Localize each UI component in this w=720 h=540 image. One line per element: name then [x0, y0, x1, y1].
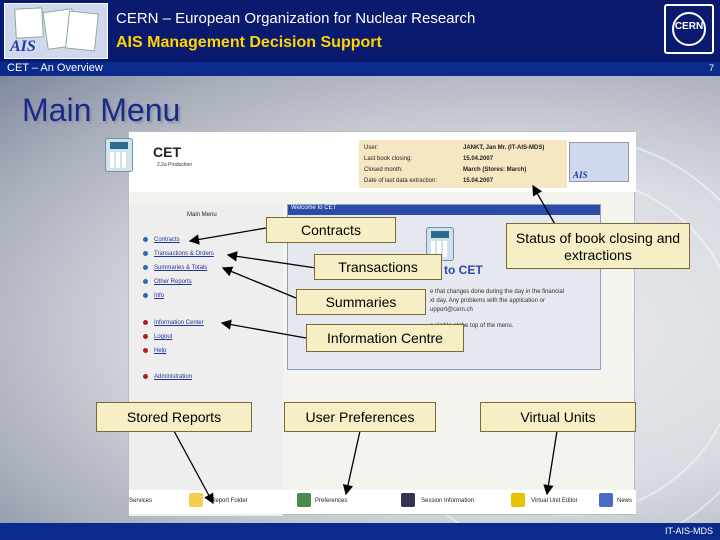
menu-item-logout[interactable]: Logout: [143, 334, 172, 340]
main-menu-panel: Main Menu Contracts Transactions & Order…: [129, 204, 283, 516]
menu-item-information-center[interactable]: Information Center: [143, 320, 204, 326]
preferences-icon[interactable]: [297, 493, 311, 507]
header: AIS CERN – European Organization for Nuc…: [0, 0, 720, 62]
cern-logo-text: CERN: [674, 21, 704, 32]
menu-item-summaries[interactable]: Summaries & Totals: [143, 265, 207, 271]
virtual-unit-editor-icon[interactable]: [511, 493, 525, 507]
welcome-bar: Welcome to CET: [288, 205, 600, 215]
welcome-heading: e to CET: [434, 263, 483, 277]
header-org-title: CERN – European Organization for Nuclear…: [116, 10, 476, 27]
callout-stored-reports: Stored Reports: [96, 402, 252, 432]
welcome-text-4: e visible at the top of the menu.: [430, 323, 514, 329]
calculator-icon: [105, 138, 133, 172]
ais-logo-text: AIS: [10, 38, 36, 55]
user-label: User:: [364, 145, 379, 151]
news-icon[interactable]: [599, 493, 613, 507]
callout-user-preferences: User Preferences: [284, 402, 436, 432]
callout-information-centre: Information Centre: [306, 324, 464, 352]
menu-title: Main Menu: [187, 212, 217, 218]
callout-transactions: Transactions: [314, 254, 442, 280]
menu-item-administration[interactable]: Administration: [143, 374, 192, 380]
bottom-item-report-folder[interactable]: Report Folder: [211, 498, 248, 504]
book-closing-value: 15.04.2007: [463, 156, 494, 162]
user-value: JANKT, Jan Mr. (IT-AIS-MDS): [463, 145, 545, 151]
page-number: 7: [708, 63, 714, 73]
welcome-text-2: xt day. Any problems with the applicatio…: [430, 298, 545, 304]
extraction-date-value: 15.04.2007: [463, 178, 494, 184]
mini-ais-text: AIS: [573, 170, 588, 180]
bottom-item-preferences[interactable]: Preferences: [315, 498, 348, 504]
app-screenshot: CET 2.2a Production User: JANKT, Jan Mr.…: [105, 131, 636, 516]
callout-virtual-units: Virtual Units: [480, 402, 636, 432]
welcome-text-1: e that changes done during the day in th…: [430, 289, 565, 295]
menu-item-transactions[interactable]: Transactions & Orders: [143, 251, 214, 257]
session-info-icon[interactable]: [401, 493, 415, 507]
menu-item-contracts[interactable]: Contracts: [143, 237, 180, 243]
bottom-item-session-information[interactable]: Session Information: [421, 498, 475, 504]
welcome-text-3: upport@cern.ch: [430, 307, 473, 313]
report-folder-icon[interactable]: [189, 493, 203, 507]
bottom-item-news[interactable]: News: [617, 498, 633, 504]
callout-summaries: Summaries: [296, 289, 426, 315]
app-version: 2.2a Production: [157, 162, 193, 168]
menu-item-help[interactable]: Help: [143, 348, 166, 354]
header-subtitle: AIS Management Decision Support: [116, 34, 382, 51]
menu-item-other-reports[interactable]: Other Reports: [143, 279, 192, 285]
bottom-item-services[interactable]: Services: [129, 498, 153, 504]
footer-label: IT-AIS-MDS: [664, 526, 713, 536]
menu-item-info[interactable]: Info: [143, 293, 164, 299]
closed-month-value: March (Stores: March): [463, 167, 527, 173]
mini-ais-logo: AIS: [569, 142, 629, 182]
cern-logo: CERN: [664, 4, 714, 54]
book-closing-label: Last book closing:: [364, 156, 413, 162]
section-bar: CET – An Overview 7: [0, 62, 720, 76]
callout-contracts: Contracts: [266, 217, 396, 243]
slide-title: Main Menu: [22, 92, 181, 128]
ais-logo: AIS: [4, 3, 108, 59]
callout-status: Status of book closing and extractions: [506, 223, 690, 269]
footer-bar: IT-AIS-MDS: [0, 523, 720, 540]
app-top-banner: CET 2.2a Production User: JANKT, Jan Mr.…: [105, 132, 636, 192]
closed-month-label: Closed month:: [364, 167, 403, 173]
user-info-box: User: JANKT, Jan Mr. (IT-AIS-MDS) Last b…: [359, 140, 567, 188]
bottom-item-virtual-unit-editor[interactable]: Virtual Unit Editor: [531, 498, 578, 504]
section-title: CET – An Overview: [7, 62, 103, 74]
extraction-date-label: Date of last data extraction:: [364, 178, 438, 184]
app-name: CET: [153, 144, 181, 160]
